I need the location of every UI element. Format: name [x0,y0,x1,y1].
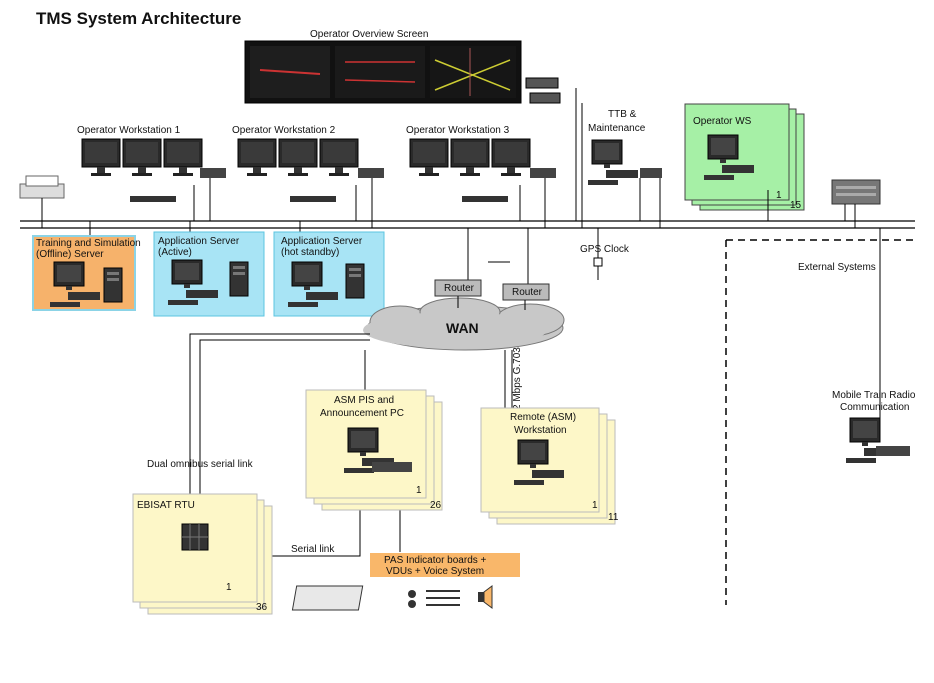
pas-label-1: PAS Indicator boards + [384,555,487,566]
operator-ws-box [684,103,805,211]
ttb-label-2: Maintenance [588,123,646,134]
gps-label: GPS Clock [580,244,630,255]
serial-link-label: Serial link [291,544,335,555]
switch-top [525,77,559,89]
dual-link-label: Dual omnibus serial link [147,459,254,470]
remote-label-1: Remote (ASM) [510,412,576,423]
pas-box [370,553,520,577]
remote-ws-box [480,407,616,525]
mobile-radio-pc [845,417,910,464]
app-active-label-2: (Active) [158,247,192,258]
app-standby-label-2: (hot standby) [281,247,339,258]
printer-icon [19,175,65,199]
operator-ws-n1: 1 [776,190,782,201]
ws1-monitors [81,138,226,202]
overview-screen [244,40,522,104]
remote-label-2: Workstation [514,425,567,436]
remote-n2: 11 [608,512,619,523]
router-1-label: Router [444,283,475,294]
diagram-title: TMS System Architecture [36,9,241,28]
training-label-1: Training and Simulation [36,238,141,249]
ws2-label: Operator Workstation 2 [232,125,336,136]
gps-clock-icon [593,257,603,267]
app-server-active-box [153,231,265,317]
external-server-icon [831,179,881,205]
ws1-label: Operator Workstation 1 [77,125,181,136]
remote-n1: 1 [592,500,598,511]
external-systems-label: External Systems [798,262,876,273]
asm-pis-label-2: Announcement PC [320,408,404,419]
overview-screen-label: Operator Overview Screen [310,29,428,40]
link-rate-label: 2 Mbps G.703 [512,347,523,410]
router-2 [502,283,550,301]
wan-cloud [363,297,565,351]
ws3-label: Operator Workstation 3 [406,125,510,136]
app-standby-label-1: Application Server [281,236,363,247]
app-active-label-1: Application Server [158,236,240,247]
operator-ws-n2: 15 [790,200,802,211]
lan-bus [20,88,915,420]
speaker-icon [478,585,493,609]
rtu-n1: 1 [226,582,232,593]
asm-pis-box [305,389,443,511]
ttb-label-1: TTB & [608,109,637,120]
rtu-label: EBISAT RTU [137,500,195,511]
rtu-box [132,493,273,615]
app-server-standby-box [273,231,385,317]
ws2-monitors [237,138,384,202]
pas-board-icon [291,585,460,611]
training-label-2: (Offline) Server [36,249,104,260]
pas-label-2: VDUs + Voice System [386,566,484,577]
rtu-n2: 36 [256,602,268,613]
ws3-monitors [409,138,556,202]
wan-label: WAN [446,320,479,336]
router-2-label: Router [512,287,543,298]
mobile-label-2: Communication [840,402,909,413]
ttb-pc [587,139,662,186]
operator-ws-label: Operator WS [693,116,752,127]
mobile-label-1: Mobile Train Radio [832,390,916,401]
switch-bottom [529,92,561,104]
asm-pis-label-1: ASM PIS and [334,395,394,406]
asm-pis-n2: 26 [430,500,442,511]
training-server-box [32,235,136,311]
asm-pis-n1: 1 [416,485,422,496]
